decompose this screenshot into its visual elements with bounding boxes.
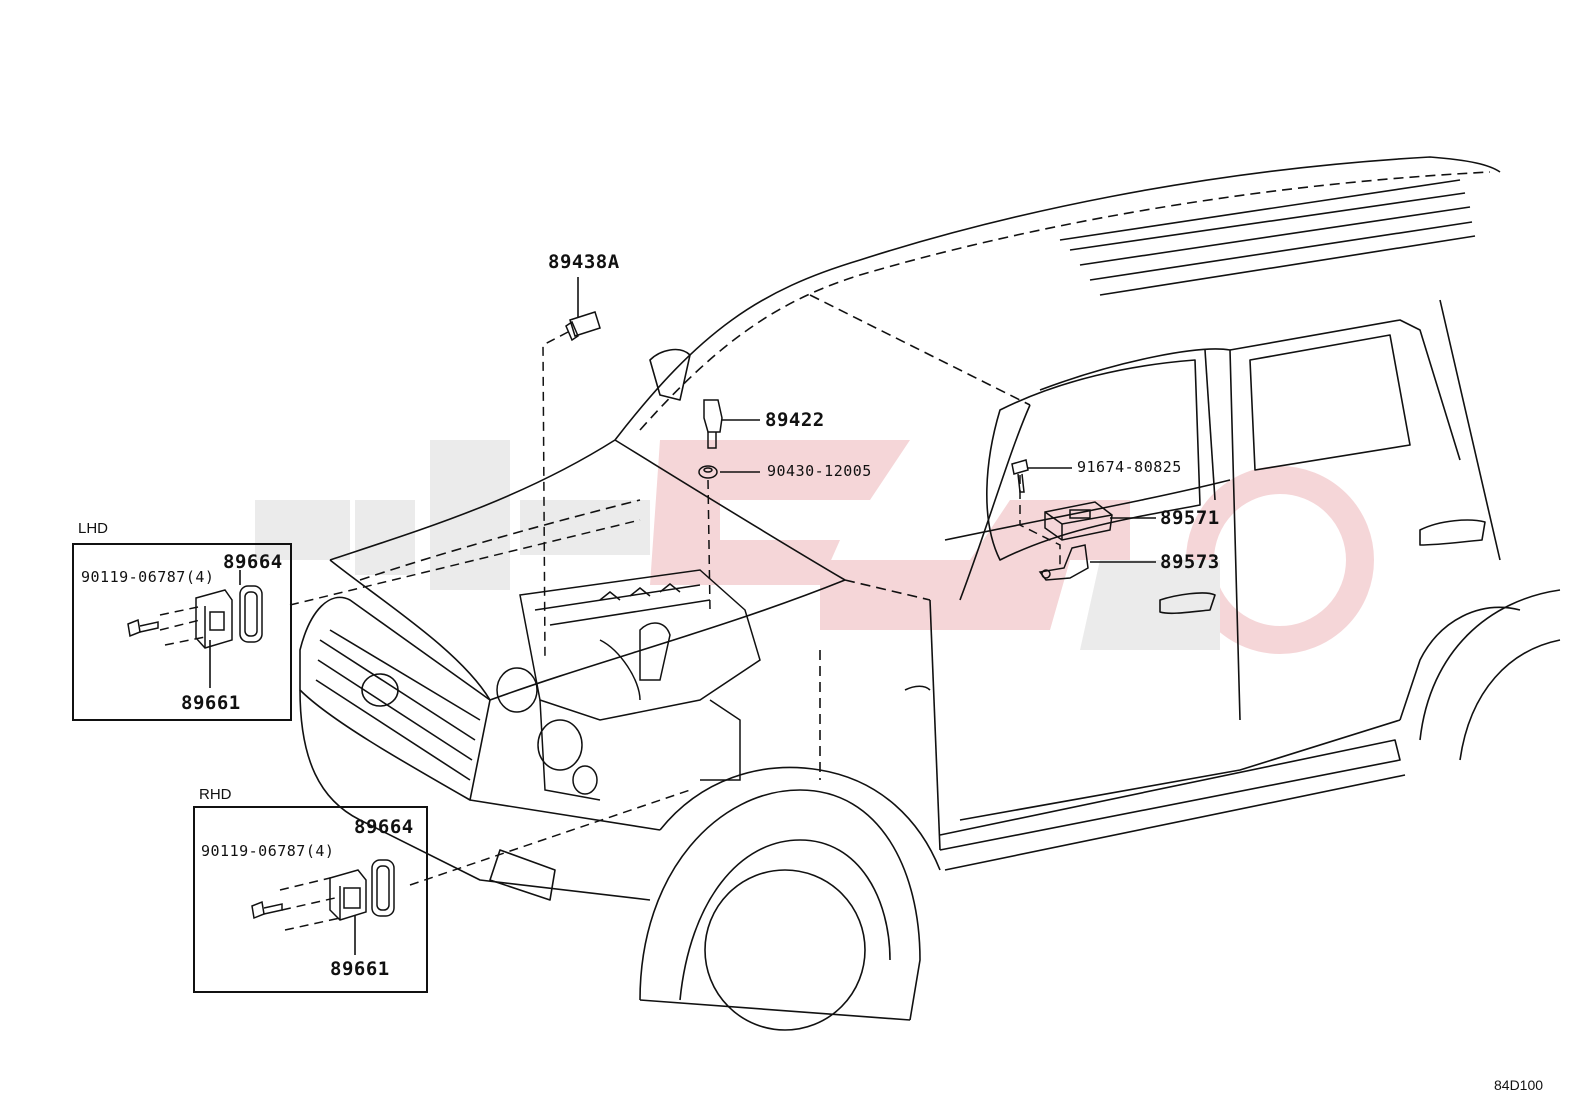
rhd-section-label: RHD	[199, 786, 232, 803]
screw-91674-icon	[1011, 459, 1029, 493]
module-89571-icon	[1044, 501, 1113, 541]
rhd-part-label-90119-06787[interactable]: 90119-06787(4)	[201, 842, 335, 860]
part-label-91674-80825[interactable]: 91674-80825	[1077, 458, 1182, 476]
lhd-bolt-icon	[127, 618, 159, 638]
part-label-89422[interactable]: 89422	[765, 409, 825, 431]
sensor-89438a-icon	[565, 311, 601, 342]
lhd-cover-89664-icon	[239, 585, 263, 643]
rhd-cover-89664-icon	[371, 859, 395, 917]
engine-outline	[496, 569, 761, 801]
diagram-code: 84D100	[1494, 1077, 1544, 1093]
lhd-sensor-89661-icon	[195, 589, 233, 649]
lhd-section-label: LHD	[78, 520, 109, 537]
rhd-bolt-icon	[251, 900, 283, 920]
solid-leaders	[209, 277, 1156, 955]
vehicle-outline	[299, 156, 1561, 1031]
lhd-inset-box	[72, 543, 292, 721]
part-label-89573[interactable]: 89573	[1160, 551, 1220, 573]
bracket-89573-icon	[1038, 544, 1089, 581]
sensor-89422-icon	[703, 399, 723, 449]
rhd-part-label-89664[interactable]: 89664	[354, 816, 414, 838]
part-label-89571[interactable]: 89571	[1160, 507, 1220, 529]
rhd-part-label-89661[interactable]: 89661	[330, 958, 390, 980]
lhd-part-label-90119-06787[interactable]: 90119-06787(4)	[81, 568, 215, 586]
leader-lines	[159, 331, 1061, 931]
rhd-inset-box	[193, 806, 428, 993]
rhd-sensor-89661-icon	[329, 869, 367, 921]
gasket-90430-icon	[698, 465, 718, 479]
lhd-part-label-89661[interactable]: 89661	[181, 692, 241, 714]
part-label-89438a[interactable]: 89438A	[548, 251, 620, 273]
lhd-part-label-89664[interactable]: 89664	[223, 551, 283, 573]
part-label-90430-12005[interactable]: 90430-12005	[767, 462, 872, 480]
